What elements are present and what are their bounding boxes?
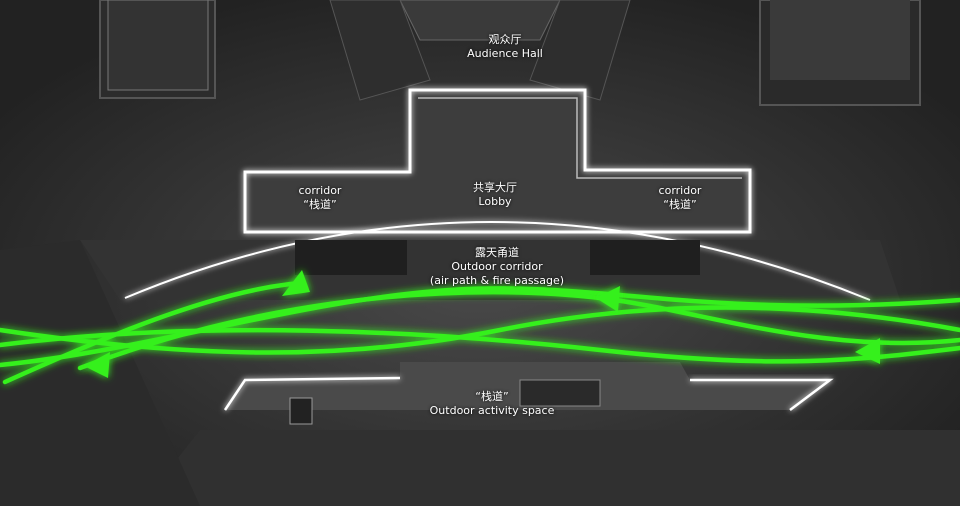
corridor-right-label-cn: “栈道” (663, 198, 697, 211)
airflow-path-1 (2, 280, 303, 385)
lobby-wall-glow (243, 88, 752, 234)
audience-hall-label-cn: 观众厅 (488, 33, 522, 46)
audience-hall-label-en: Audience Hall (467, 47, 543, 60)
audience-hall-label: 观众厅 Audience Hall (467, 33, 543, 61)
outdoor-activity-label: “栈道” Outdoor activity space (430, 390, 555, 418)
airflow-path-2 (0, 327, 960, 364)
corridor-right-label-en: corridor (658, 184, 702, 197)
arrowhead-left-right (855, 338, 880, 364)
platform-edge-right (690, 378, 834, 411)
right-stair-block (770, 0, 910, 80)
corridor-pit-right (590, 240, 700, 275)
arrowhead-up (282, 270, 310, 296)
lobby-label-en: Lobby (478, 195, 512, 208)
audience-wall-right (529, 0, 631, 101)
stair-box (289, 397, 313, 425)
airflow-path-5 (0, 305, 960, 355)
outdoor-corridor-label: 露天甬道 Outdoor corridor (air path & fire p… (430, 246, 564, 288)
outdoor-corridor-label-en: Outdoor corridor (451, 260, 543, 273)
lobby-arc-edge (124, 221, 871, 301)
corridor-left-label: corridor “栈道” (299, 184, 342, 212)
corridor-pit-left (295, 240, 407, 275)
airflow-path-4 (77, 289, 960, 371)
lobby-label-cn: 共享大厅 (473, 181, 517, 194)
lobby-inner-edge (418, 97, 742, 179)
arrowhead-left-mid (596, 286, 620, 312)
platform-box (519, 379, 601, 407)
lobby-label: 共享大厅 Lobby (473, 181, 517, 209)
airflow-path-3 (0, 286, 960, 368)
lower-building-mass (140, 430, 960, 506)
audience-wall-left (329, 0, 431, 101)
left-building-inner (107, 0, 209, 91)
audience-seating (399, 0, 561, 41)
lobby-floor (245, 90, 750, 232)
arrowhead-left-far (84, 352, 110, 378)
airflow-arrowheads (84, 270, 880, 378)
outdoor-corridor-label-note: (air path & fire passage) (429, 274, 565, 287)
corridor-right-label: corridor “栈道” (659, 184, 702, 212)
corridor-left-label-en: corridor (298, 184, 342, 197)
outdoor-activity-label-en: Outdoor activity space (429, 404, 555, 417)
corridor-left-label-cn: “栈道” (303, 198, 337, 211)
outdoor-activity-label-cn: “栈道” (475, 390, 509, 403)
airflow-paths (0, 280, 960, 385)
platform-edge-left (223, 376, 401, 411)
outdoor-corridor-label-cn: 露天甬道 (474, 246, 519, 259)
